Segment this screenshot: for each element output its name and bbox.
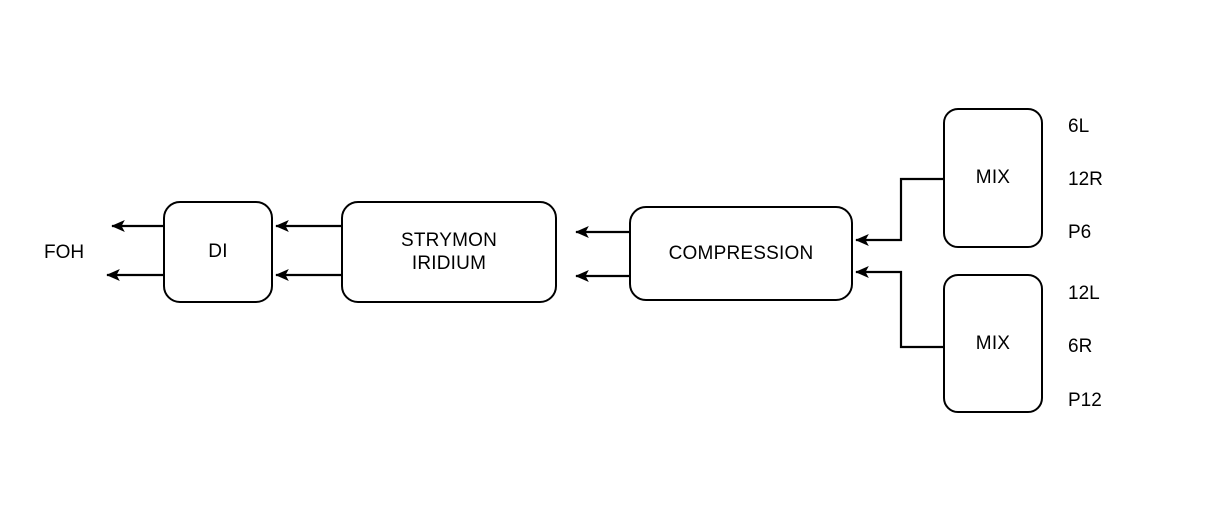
node-di-label: DI [208, 241, 228, 263]
label-port-6l: 6L [1068, 116, 1090, 137]
node-mix-top[interactable]: MIX [943, 108, 1043, 248]
label-foh: FOH [44, 242, 85, 263]
label-port-12r: 12R [1068, 169, 1103, 190]
node-di[interactable]: DI [163, 201, 273, 303]
label-port-12l: 12L [1068, 283, 1100, 304]
node-compression[interactable]: COMPRESSION [629, 206, 853, 301]
label-port-p12: P12 [1068, 390, 1102, 411]
node-mix-bottom[interactable]: MIX [943, 274, 1043, 413]
edge-mix-bottom-compression [855, 265, 943, 349]
node-strymon-iridium-label: STRYMON IRIDIUM [400, 229, 498, 274]
edge-mix-top-compression [855, 177, 943, 247]
node-mix-top-label: MIX [975, 167, 1011, 189]
node-compression-label: COMPRESSION [668, 242, 814, 264]
node-mix-bottom-label: MIX [975, 332, 1011, 354]
label-port-p6: P6 [1068, 222, 1092, 243]
label-port-6r: 6R [1068, 336, 1093, 357]
node-strymon-iridium[interactable]: STRYMON IRIDIUM [341, 201, 557, 303]
